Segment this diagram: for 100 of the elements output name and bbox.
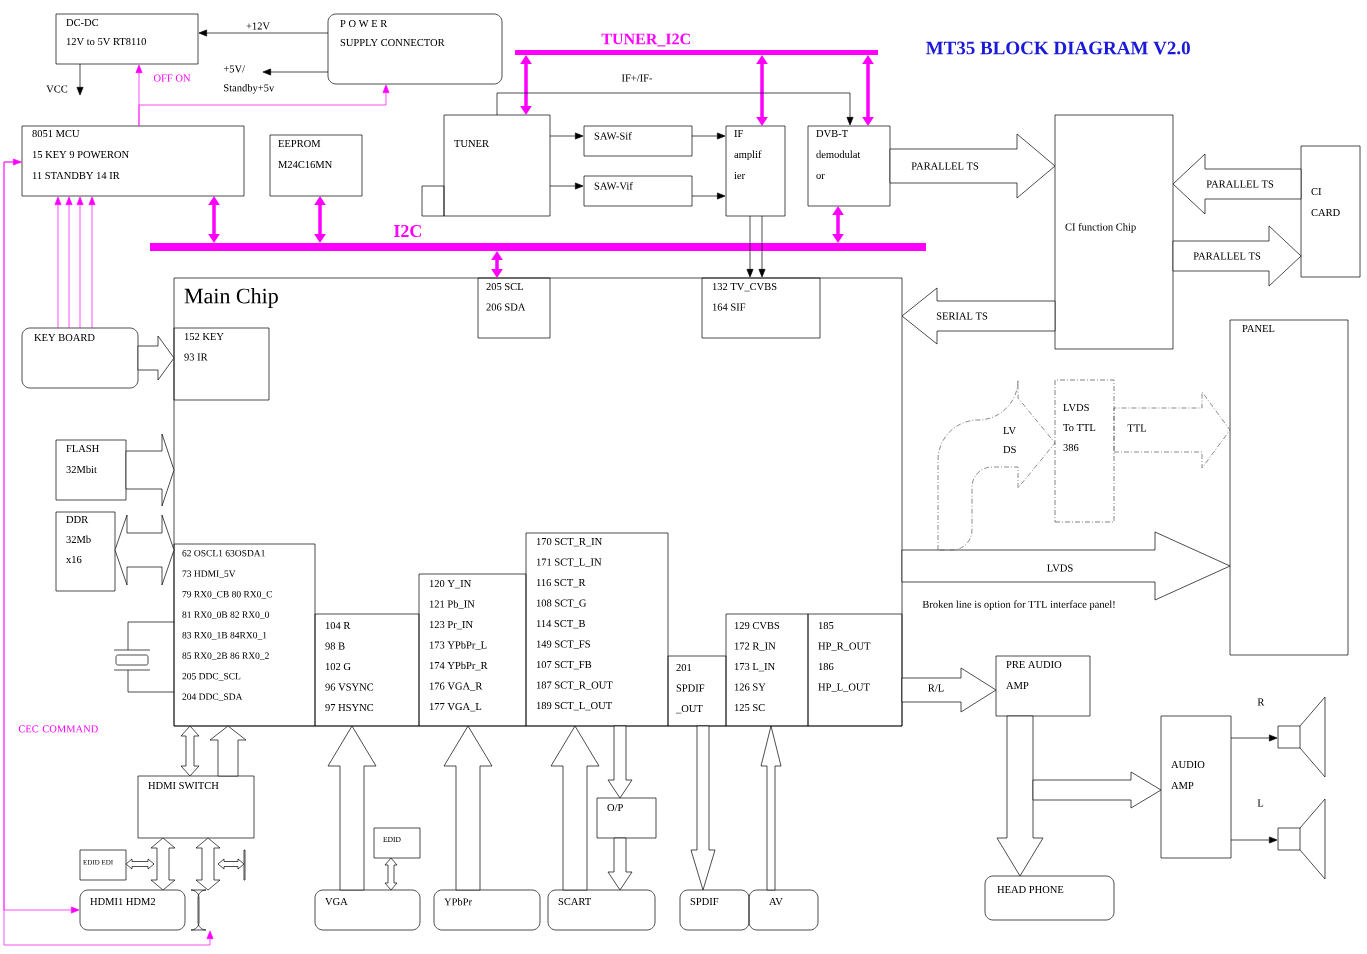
module-box: HDMI SWITCH [137,775,255,839]
arrow [76,196,84,329]
arrow [549,182,584,190]
module-box: SAW-Sif [583,125,693,157]
block-arrow [889,133,1056,199]
arrow [1230,734,1278,742]
block-arrow [1032,771,1162,809]
pin-list-box: 104 R 98 B 102 G 96 VSYNC 97 HSYNC [314,613,420,727]
block-arrow [125,433,175,507]
edge-label: PARALLEL TS [1205,179,1275,189]
module-box: DDR 32Mb x16 [55,511,116,592]
arrow [65,196,73,329]
pin-list-box: 170 SCT_R_IN 171 SCT_L_IN 116 SCT_R 108 SCT_G 114 SCT_B 149 SCT_FS 107 SCT_FB 187 SCT_R_OUT 189 SCT_L_OUT [525,532,669,727]
port-box: KEY BOARD [21,327,139,389]
pin-list-box: 201 SPDIF _OUT [667,655,727,727]
block-arrow [996,715,1044,877]
arrow [138,84,390,127]
edge-label: LV DS [1003,427,1016,453]
arrow [758,215,766,278]
note-text: Broken line is option for TTL interface panel! [922,600,1115,610]
arrow [198,29,329,37]
diagram-title: MT35 BLOCK DIAGRAM V2.0 [926,41,1190,55]
block-arrow [125,858,155,870]
block-arrow [690,725,716,891]
module-box: IF amplif ier [725,125,786,217]
module-box: SAW-Vif [583,175,693,207]
pin-list-box: 205 SCL 206 SDA [477,277,551,339]
pin-list-box: 129 CVBS 172 R_IN 173 L_IN 126 SY 125 SC [725,613,809,727]
module-box: PRE AUDIO AMP [995,655,1091,717]
edge-label: PARALLEL TS [1192,251,1262,261]
edge-label: IF+/IF- [620,73,654,83]
module-box: AUDIO AMP [1160,715,1232,859]
speaker-drawing [1277,798,1326,880]
block-arrow [180,725,200,777]
block-arrow [137,335,175,381]
edge-label: VCC [45,84,69,94]
pin-list-box: 120 Y_IN 121 Pb_IN 123 Pr_IN 173 YPbPr_L 174 YPbPr_R 176 VGA_R 177 VGA_L [418,573,527,727]
arrow [496,92,854,126]
pin-list-box: 132 TV_CVBS 164 SIF [701,277,821,339]
module-box: CI CARD [1300,145,1361,278]
edge-label: CEC COMMAND [17,724,100,734]
block-arrow [384,857,398,891]
panel-box: PANEL [1229,319,1349,656]
side-label: I2C [393,224,421,238]
chip-box: CI function Chip [1054,114,1174,350]
edge-label: +12V [245,21,271,31]
block-arrow [114,514,175,586]
arrow [691,192,726,200]
port-box: VGA [314,889,421,931]
block-arrow [1113,391,1231,469]
module-box [243,849,246,881]
port-box: YPbPr [433,889,541,931]
module-box: FLASH 32Mbit [55,439,127,501]
block-arrow [217,858,245,870]
side-label: R [1257,698,1265,706]
block-arrow [550,725,600,891]
tuner-box: TUNER [421,114,551,217]
pin-list-box: 62 OSCL1 63OSDA1 73 HDMI_5V 79 RX0_CB 80 RX0_C 81 RX0_0B 82 RX0_0 83 RX0_1B 84RX0_1 85 RX0_2B 86 RX0_2 205 DDC_SCL 204 DDC_SDA [173,543,316,727]
module-box: O/P [596,797,657,839]
arrow [76,63,84,96]
pin-list-box: 185 HP_R_OUT 186 HP_L_OUT [807,613,903,727]
edge-label: TTL [1126,423,1148,433]
block-arrow [901,287,1056,345]
arrow [262,68,329,76]
port-box: HDMI1 HDM2 [79,889,186,931]
connector-box: P O W E R SUPPLY CONNECTOR [327,13,503,85]
module-box: DVB-T demodulat or [807,125,891,207]
edge-label: SERIAL TS [935,311,989,321]
arrow [54,196,62,329]
side-label: TUNER_I2C [601,33,690,47]
edge-label: PARALLEL TS [910,161,980,171]
block-arrow [209,725,247,777]
module-box: DC-DC 12V to 5V RT8110 [55,13,199,65]
block-arrow [327,725,377,891]
speaker-drawing [1277,696,1326,778]
block-arrow [195,837,221,891]
port-box: HEAD PHONE [984,875,1115,921]
port-box: AV [748,889,819,931]
arrow [549,132,584,140]
pin-list-box: 152 KEY 93 IR [173,327,270,401]
arrow [746,215,754,278]
block-arrow [607,837,633,891]
block-arrow [443,725,493,891]
block-arrow [607,725,633,799]
module-box: 8051 MCU 15 KEY 9 POWERON 11 STANDBY 14 IR [21,125,245,197]
port-box [190,889,207,931]
side-label: L [1257,799,1264,807]
converter-box: LVDS To TTL 386 [1054,379,1115,523]
edge-label: R/L [926,683,946,693]
edge-label: +5V/ Standby+5v [222,64,275,95]
edge-label: LVDS [1045,563,1075,573]
block-arrow [937,379,1056,551]
port-box: SCART [547,889,656,931]
arrow [1230,836,1278,844]
port-box: SPDIF [679,889,750,931]
edge-label: OFF ON [152,73,192,83]
arrow [3,161,214,946]
block-arrow [901,667,997,713]
module-box: EEPROM M24C16MN [269,134,363,197]
block-arrow [760,725,782,891]
